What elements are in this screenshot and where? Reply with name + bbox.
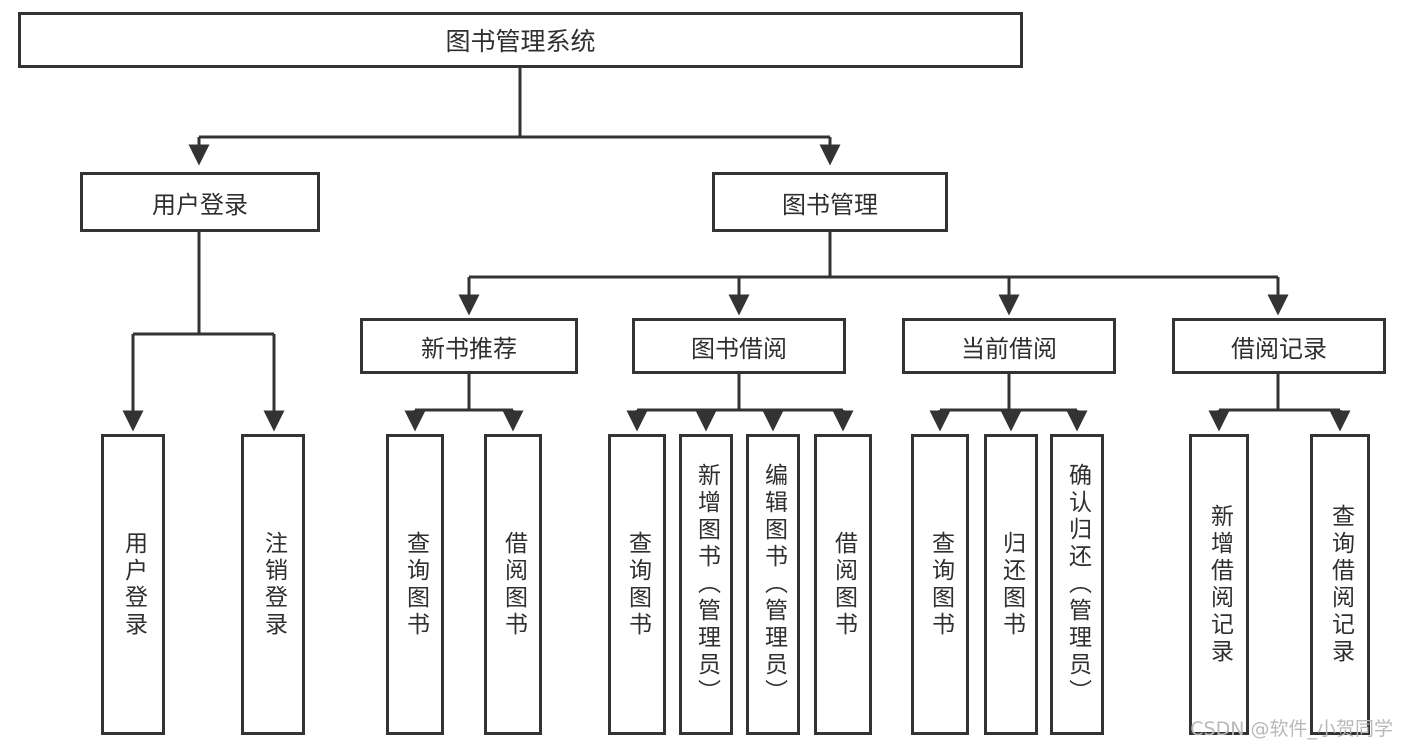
leaf-node-add-borrow-record-label: 新增借阅记录 bbox=[1206, 503, 1233, 666]
leaf-node-edit-book-admin-label: 编辑图书（管理员） bbox=[760, 463, 787, 706]
node-user-login-label: 用户登录 bbox=[152, 190, 248, 219]
leaf-node-user-logout[interactable]: 注销登录 bbox=[241, 434, 305, 735]
leaf-node-user-login[interactable]: 用户登录 bbox=[101, 434, 165, 735]
leaf-node-confirm-return[interactable]: 确认归还（管理员） bbox=[1050, 434, 1104, 735]
leaf-node-add-book-admin-label: 新增图书（管理员） bbox=[693, 463, 720, 706]
connector-new-book-recommend-to-leaves bbox=[404, 374, 524, 432]
connector-root-to-level2 bbox=[188, 68, 841, 166]
leaf-node-query-book-1[interactable]: 查询图书 bbox=[386, 434, 444, 735]
leaf-node-add-book-admin[interactable]: 新增图书（管理员） bbox=[679, 434, 733, 735]
leaf-node-add-borrow-record[interactable]: 新增借阅记录 bbox=[1189, 434, 1249, 735]
leaf-node-edit-book-admin[interactable]: 编辑图书（管理员） bbox=[746, 434, 800, 735]
leaf-node-borrow-book-2[interactable]: 借阅图书 bbox=[814, 434, 872, 735]
node-borrow-record[interactable]: 借阅记录 bbox=[1172, 318, 1386, 374]
node-current-borrow[interactable]: 当前借阅 bbox=[902, 318, 1116, 374]
node-current-borrow-label: 当前借阅 bbox=[961, 334, 1057, 363]
leaf-node-user-login-label: 用户登录 bbox=[120, 530, 147, 639]
connector-book-management-to-level3 bbox=[458, 232, 1289, 316]
leaf-node-query-book-2[interactable]: 查询图书 bbox=[608, 434, 666, 735]
node-root-book-management-system[interactable]: 图书管理系统 bbox=[18, 12, 1023, 68]
leaf-node-query-book-2-label: 查询图书 bbox=[624, 530, 651, 639]
connector-book-borrow-to-leaves bbox=[626, 374, 854, 432]
node-book-management-label: 图书管理 bbox=[782, 190, 878, 219]
leaf-node-confirm-return-label: 确认归还（管理员） bbox=[1064, 463, 1091, 706]
node-root-label: 图书管理系统 bbox=[445, 27, 596, 56]
node-new-book-recommend-label: 新书推荐 bbox=[421, 334, 517, 363]
leaf-node-query-borrow-record[interactable]: 查询借阅记录 bbox=[1310, 434, 1370, 735]
leaf-node-borrow-book-1[interactable]: 借阅图书 bbox=[484, 434, 542, 735]
leaf-node-borrow-book-1-label: 借阅图书 bbox=[500, 530, 527, 639]
leaf-node-query-book-3[interactable]: 查询图书 bbox=[911, 434, 969, 735]
connector-current-borrow-to-leaves bbox=[929, 374, 1088, 432]
node-book-borrow[interactable]: 图书借阅 bbox=[632, 318, 846, 374]
leaf-node-user-logout-label: 注销登录 bbox=[260, 530, 287, 639]
node-user-login[interactable]: 用户登录 bbox=[80, 172, 320, 232]
connector-user-login-to-leaves bbox=[122, 232, 285, 432]
leaf-node-query-book-3-label: 查询图书 bbox=[927, 530, 954, 639]
node-book-borrow-label: 图书借阅 bbox=[691, 334, 787, 363]
node-new-book-recommend[interactable]: 新书推荐 bbox=[360, 318, 578, 374]
leaf-node-query-book-1-label: 查询图书 bbox=[402, 530, 429, 639]
node-borrow-record-label: 借阅记录 bbox=[1231, 334, 1327, 363]
leaf-node-borrow-book-2-label: 借阅图书 bbox=[830, 530, 857, 639]
leaf-node-query-borrow-record-label: 查询借阅记录 bbox=[1327, 503, 1354, 666]
connector-borrow-record-to-leaves bbox=[1208, 374, 1351, 432]
leaf-node-return-book-label: 归还图书 bbox=[998, 530, 1025, 639]
node-book-management[interactable]: 图书管理 bbox=[712, 172, 948, 232]
leaf-node-return-book[interactable]: 归还图书 bbox=[984, 434, 1038, 735]
